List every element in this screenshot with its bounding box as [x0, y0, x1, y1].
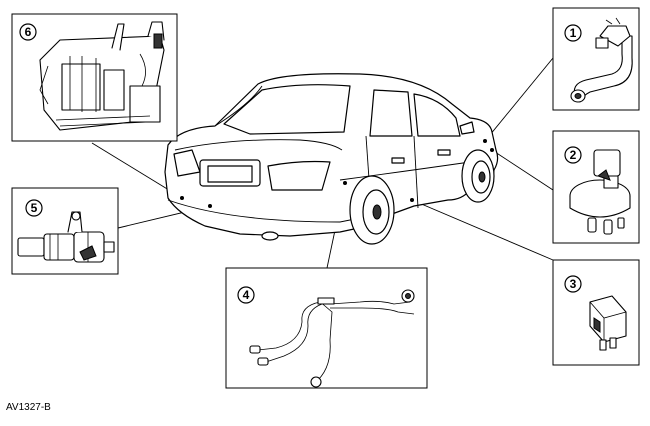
- door-handle-rear: [391, 157, 405, 164]
- vapor-hose-illustration: [570, 17, 633, 103]
- callout-badge-5: 5: [25, 199, 43, 217]
- vent-solenoid-illustration: [569, 149, 631, 235]
- location-dot-1: [483, 139, 487, 143]
- leader-line-1: [484, 57, 554, 142]
- trunk-lid: [174, 139, 343, 151]
- callout-number-4: 4: [243, 288, 250, 302]
- callout-panel-3: 3: [552, 259, 640, 366]
- pressure-sensor-illustration: [589, 295, 627, 351]
- location-dot-2: [490, 148, 494, 152]
- leader-line-3: [411, 199, 554, 261]
- vehicle-roofline: [214, 85, 263, 127]
- callout-number-3: 3: [570, 277, 577, 291]
- figure-identifier: AV1327-B: [6, 402, 51, 413]
- callout-badge-1: 1: [564, 24, 582, 42]
- side-window-front: [413, 93, 461, 137]
- side-mirror: [459, 121, 475, 135]
- location-dot-6: [180, 196, 184, 200]
- location-dot-4: [343, 181, 347, 185]
- callout-badge-4: 4: [237, 286, 255, 304]
- callout-panel-4: 4: [225, 267, 428, 389]
- door-seam-front: [413, 135, 419, 209]
- callout-panel-2: 2: [552, 130, 640, 244]
- license-plate: [207, 165, 253, 183]
- location-dot-3: [410, 198, 414, 202]
- callout-number-5: 5: [31, 201, 38, 215]
- door-handle-front: [437, 149, 451, 156]
- callout-panel-6: 6: [11, 13, 178, 142]
- callout-badge-6: 6: [19, 23, 37, 41]
- callout-badge-2: 2: [564, 146, 582, 164]
- leader-lines: [91, 57, 554, 269]
- exhaust-tip: [261, 231, 279, 241]
- callout-number-6: 6: [25, 25, 32, 39]
- callout-badge-3: 3: [564, 275, 582, 293]
- rear-window: [223, 84, 351, 135]
- side-window-rear: [369, 89, 413, 137]
- callout-panel-1: 1: [552, 7, 640, 111]
- callout-number-2: 2: [570, 148, 577, 162]
- wiring-harness-illustration: [249, 289, 415, 388]
- leader-line-2: [491, 149, 554, 191]
- rear-wheel: [349, 175, 395, 245]
- body-side-molding: [339, 161, 471, 181]
- callout-panel-5: 5: [11, 187, 119, 275]
- evap-canister-illustration: [39, 21, 165, 131]
- front-wheel: [461, 149, 495, 203]
- rear-bumper: [167, 199, 361, 223]
- purge-valve-illustration: [17, 211, 115, 263]
- location-dot-5: [208, 204, 212, 208]
- vehicle-illustration: [164, 73, 499, 245]
- tail-light-right: [267, 160, 331, 191]
- callout-number-1: 1: [570, 26, 577, 40]
